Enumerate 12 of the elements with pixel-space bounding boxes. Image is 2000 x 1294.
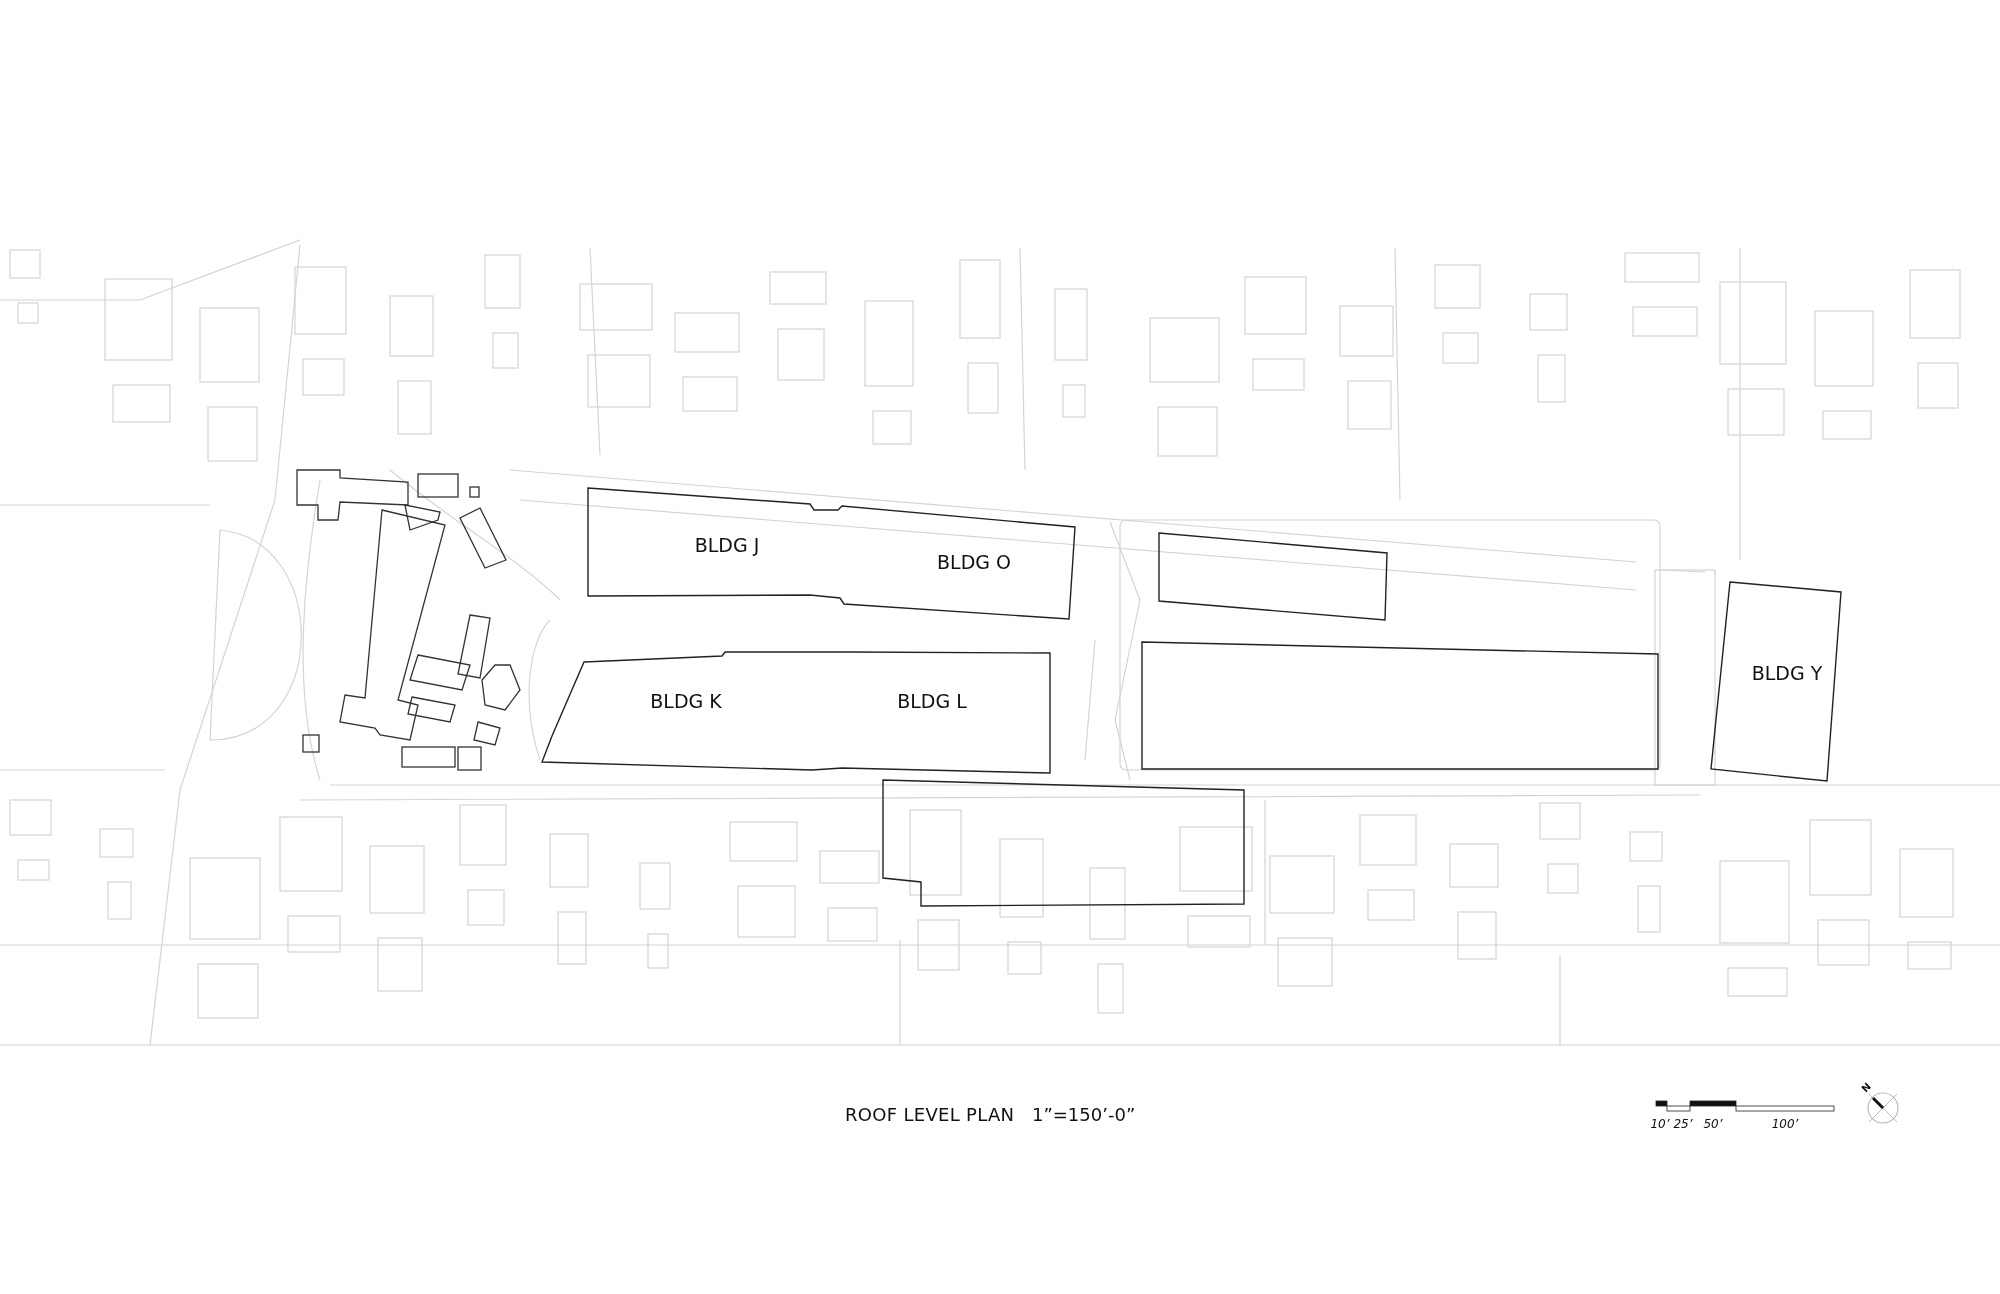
building-label: BLDG O [937, 551, 1011, 573]
scale-label: 50’ [1703, 1117, 1723, 1131]
building-label: BLDG K [650, 690, 722, 712]
scale-label: 25’ [1673, 1117, 1693, 1131]
north-label: N [1859, 1080, 1874, 1095]
building-label: BLDG Y [1751, 662, 1823, 684]
building-label: BLDG L [897, 690, 967, 712]
scale-label: 10’ [1650, 1117, 1670, 1131]
plan-title: ROOF LEVEL PLAN [845, 1104, 1015, 1125]
scale-label: 100’ [1771, 1117, 1799, 1131]
building-label: BLDG J [694, 534, 760, 556]
scale-note: 1”=150’-0” [1032, 1104, 1136, 1125]
